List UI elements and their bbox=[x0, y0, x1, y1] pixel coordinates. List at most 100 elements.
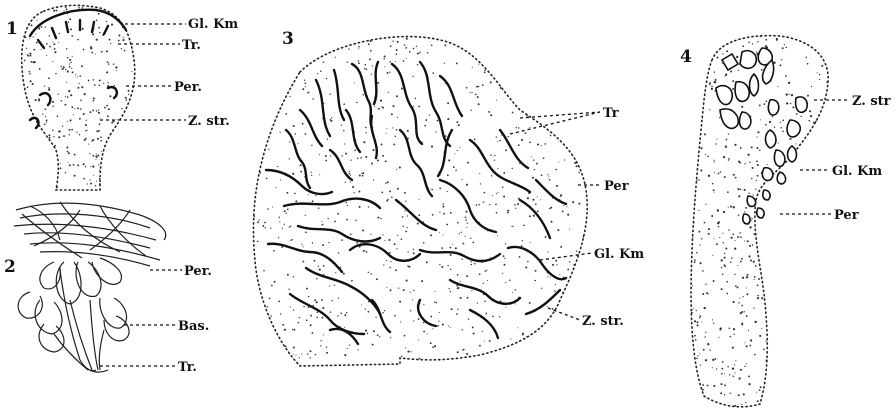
stipple-dot bbox=[398, 287, 399, 288]
stipple-dot bbox=[744, 211, 745, 212]
stipple-dot bbox=[451, 308, 453, 310]
stipple-dot bbox=[488, 111, 490, 113]
stipple-dot bbox=[318, 266, 319, 267]
stipple-dot bbox=[74, 108, 75, 109]
stipple-dot bbox=[83, 163, 85, 165]
stipple-dot bbox=[302, 261, 304, 263]
stipple-dot bbox=[724, 176, 726, 178]
stipple-dot bbox=[529, 142, 531, 144]
stipple-dot bbox=[77, 39, 79, 41]
stipple-dot bbox=[755, 189, 756, 190]
stipple-dot bbox=[746, 276, 748, 278]
stipple-dot bbox=[307, 92, 309, 94]
stipple-dot bbox=[721, 373, 723, 375]
stipple-dot bbox=[356, 102, 357, 103]
stipple-dot bbox=[303, 246, 304, 247]
stipple-dot bbox=[759, 389, 761, 391]
stipple-dot bbox=[46, 122, 47, 123]
stipple-dot bbox=[383, 264, 384, 265]
stipple-dot bbox=[77, 76, 78, 77]
stipple-dot bbox=[807, 63, 809, 65]
stipple-dot bbox=[742, 277, 744, 279]
stipple-dot bbox=[73, 164, 75, 166]
stipple-dot bbox=[465, 216, 467, 218]
stipple-dot bbox=[550, 135, 552, 137]
stipple-dot bbox=[92, 33, 94, 35]
stipple-dot bbox=[712, 183, 714, 185]
stipple-dot bbox=[545, 236, 547, 238]
stipple-dot bbox=[79, 75, 81, 77]
stipple-dot bbox=[418, 53, 419, 54]
stipple-dot bbox=[322, 317, 324, 319]
stipple-dot bbox=[65, 69, 66, 70]
stipple-dot bbox=[479, 345, 481, 347]
stipple-dot bbox=[121, 108, 122, 109]
stipple-dot bbox=[569, 229, 570, 230]
stipple-dot bbox=[402, 226, 403, 227]
stipple-dot bbox=[382, 155, 384, 157]
stipple-dot bbox=[782, 119, 784, 121]
stipple-dot bbox=[504, 258, 505, 259]
stipple-dot bbox=[290, 306, 291, 307]
stipple-dot bbox=[359, 175, 361, 177]
stipple-dot bbox=[66, 146, 67, 147]
stipple-dot bbox=[311, 145, 312, 146]
stipple-dot bbox=[31, 24, 33, 26]
stipple-dot bbox=[124, 50, 126, 52]
stipple-dot bbox=[415, 98, 417, 100]
stipple-dot bbox=[482, 84, 484, 86]
stipple-dot bbox=[54, 145, 56, 147]
stipple-dot bbox=[69, 18, 71, 20]
stipple-dot bbox=[801, 116, 802, 117]
stipple-dot bbox=[422, 141, 423, 142]
stipple-dot bbox=[293, 309, 294, 310]
stipple-dot bbox=[126, 99, 127, 100]
stipple-dot bbox=[513, 226, 514, 227]
stipple-dot bbox=[736, 56, 738, 58]
stipple-dot bbox=[490, 114, 492, 116]
stipple-dot bbox=[744, 366, 745, 367]
stipple-dot bbox=[759, 150, 761, 152]
stipple-dot bbox=[483, 201, 484, 202]
stipple-dot bbox=[547, 276, 548, 277]
stipple-dot bbox=[757, 297, 759, 299]
stipple-dot bbox=[277, 166, 278, 167]
fig1-number: 1 bbox=[6, 19, 18, 39]
stipple-dot bbox=[60, 163, 61, 164]
stipple-dot bbox=[306, 319, 308, 321]
stipple-dot bbox=[537, 196, 538, 197]
stipple-dot bbox=[572, 201, 574, 203]
stipple-dot bbox=[564, 159, 565, 160]
stipple-dot bbox=[439, 188, 441, 190]
stipple-dot bbox=[725, 146, 727, 148]
stipple-dot bbox=[316, 301, 318, 303]
stipple-dot bbox=[756, 392, 757, 393]
stipple-dot bbox=[439, 312, 440, 313]
stipple-dot bbox=[381, 191, 383, 193]
stipple-dot bbox=[730, 237, 732, 239]
stipple-dot bbox=[430, 316, 432, 318]
stipple-dot bbox=[534, 280, 536, 282]
stipple-dot bbox=[495, 203, 497, 205]
stipple-dot bbox=[365, 127, 367, 129]
stipple-dot bbox=[65, 7, 66, 8]
stipple-dot bbox=[308, 194, 309, 195]
stipple-dot bbox=[756, 147, 758, 149]
stipple-dot bbox=[423, 322, 425, 324]
stipple-dot bbox=[693, 222, 694, 223]
stipple-dot bbox=[756, 52, 757, 53]
stipple-dot bbox=[778, 143, 779, 144]
stipple-dot bbox=[552, 308, 554, 310]
stipple-dot bbox=[368, 311, 370, 313]
stipple-dot bbox=[37, 20, 38, 21]
stipple-dot bbox=[739, 298, 740, 299]
stipple-dot bbox=[320, 340, 321, 341]
stipple-dot bbox=[410, 351, 411, 352]
stipple-dot bbox=[484, 340, 485, 341]
stipple-dot bbox=[702, 389, 704, 391]
stipple-dot bbox=[349, 173, 351, 175]
stipple-dot bbox=[740, 148, 741, 149]
stipple-dot bbox=[413, 252, 415, 254]
stipple-dot bbox=[431, 44, 433, 46]
fig3-label-tr: Tr bbox=[603, 106, 619, 121]
